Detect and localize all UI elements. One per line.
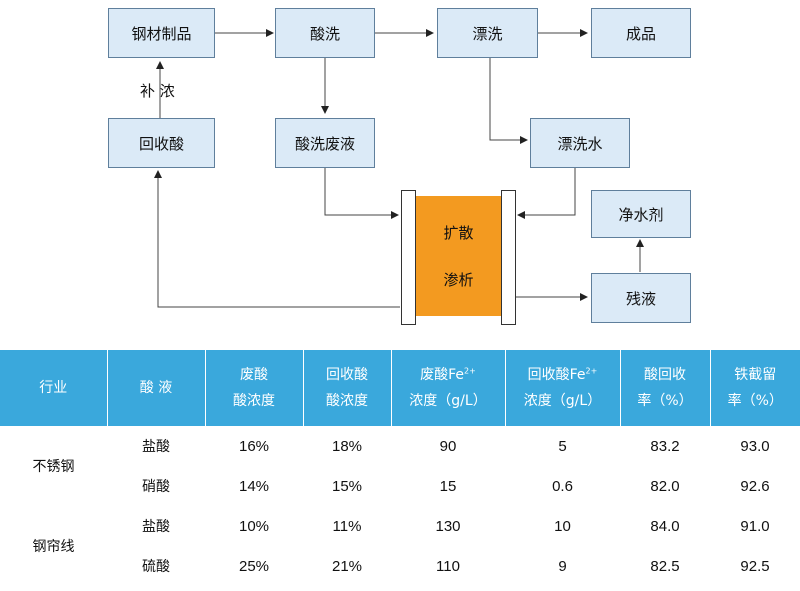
industry-cell: 钢帘线 (32, 539, 75, 555)
recovered-conc-cell: 11% (332, 517, 362, 535)
acid-recovery-cell: 82.5 (650, 557, 680, 575)
recovered-fe-cell: 5 (558, 437, 567, 455)
col-acid: 酸 液 (107, 350, 206, 426)
col-recovered-fe: 回收酸Fe2+浓度（g/L） (505, 350, 621, 426)
acid-recovery-cell: 82.0 (650, 477, 680, 495)
col-waste-conc: 废酸酸浓度 (205, 350, 304, 426)
acid-recovery-cell: 83.2 (650, 437, 680, 455)
waste-conc-cell: 16% (238, 437, 270, 455)
iron-retention-cell: 93.0 (740, 437, 770, 455)
table-row: 钢帘线 盐酸 10% 11% 130 10 84.0 91.0 (0, 506, 800, 556)
dialyzer-left-membrane (401, 190, 416, 325)
box-residue: 残液 (591, 273, 691, 323)
arrow-rinsing-to-rinsewater (489, 58, 528, 144)
acid-cell: 硫酸 (142, 559, 170, 575)
col-waste-fe: 废酸Fe2+浓度（g/L） (391, 350, 506, 426)
waste-fe-cell: 90 (439, 437, 457, 455)
acid-cell: 盐酸 (142, 519, 170, 535)
replenish-label: 补 浓 (140, 82, 175, 100)
acid-cell: 硝酸 (142, 479, 170, 495)
table-row: 硫酸 25% 21% 110 9 82.5 92.5 (0, 546, 800, 586)
industry-cell: 不锈钢 (32, 459, 75, 475)
recovered-conc-cell: 15% (331, 477, 363, 495)
arrow-dialyzer-to-recovered (154, 170, 400, 308)
table-header-row: 行业 酸 液 废酸酸浓度 回收酸酸浓度 废酸Fe2+浓度（g/L） 回收酸Fe2… (0, 350, 800, 426)
waste-fe-cell: 130 (435, 517, 461, 535)
recovered-fe-cell: 9 (558, 557, 567, 575)
dialyzer-core: 扩散 渗析 (416, 196, 501, 316)
recovered-fe-cell: 10 (554, 517, 571, 535)
acid-cell: 盐酸 (142, 439, 170, 455)
arrow-rinsewater-to-dialyzer (517, 168, 576, 219)
box-pickling: 酸洗 (275, 8, 375, 58)
results-table: 行业 酸 液 废酸酸浓度 回收酸酸浓度 废酸Fe2+浓度（g/L） 回收酸Fe2… (0, 350, 800, 586)
dialyzer-label-line2: 渗析 (443, 271, 474, 289)
iron-retention-cell: 92.5 (740, 557, 770, 575)
flow-connectors (154, 29, 644, 308)
box-rinsing: 漂洗 (437, 8, 538, 58)
box-waste-pickling-liquor: 酸洗废液 (275, 118, 375, 168)
dialyzer-label-line1: 扩散 (443, 224, 474, 242)
col-industry: 行业 (0, 350, 108, 426)
box-finished-product: 成品 (591, 8, 691, 58)
waste-conc-cell: 14% (238, 477, 270, 495)
recovered-fe-cell: 0.6 (552, 477, 573, 495)
waste-fe-cell: 15 (439, 477, 457, 495)
table-row: 不锈钢 盐酸 16% 18% 90 5 83.2 93.0 (0, 426, 800, 476)
box-steel-products: 钢材制品 (108, 8, 215, 58)
col-recovered-conc: 回收酸酸浓度 (303, 350, 392, 426)
table-row: 硝酸 14% 15% 15 0.6 82.0 92.6 (0, 466, 800, 506)
iron-retention-cell: 92.6 (740, 477, 770, 495)
waste-conc-cell: 25% (238, 557, 270, 575)
box-water-purifier: 净水剂 (591, 190, 691, 238)
acid-recovery-cell: 84.0 (650, 517, 680, 535)
arrow-waste-to-dialyzer (324, 168, 399, 219)
col-iron-retention: 铁截留率（%） (710, 350, 800, 426)
waste-fe-cell: 110 (436, 557, 460, 575)
box-rinse-water: 漂洗水 (530, 118, 630, 168)
iron-retention-cell: 91.0 (740, 517, 770, 535)
waste-conc-cell: 10% (238, 517, 270, 535)
recovered-conc-cell: 18% (331, 437, 363, 455)
box-recovered-acid: 回收酸 (108, 118, 215, 168)
col-acid-recovery: 酸回收率（%） (620, 350, 711, 426)
dialyzer-right-membrane (501, 190, 516, 325)
recovered-conc-cell: 21% (331, 557, 363, 575)
